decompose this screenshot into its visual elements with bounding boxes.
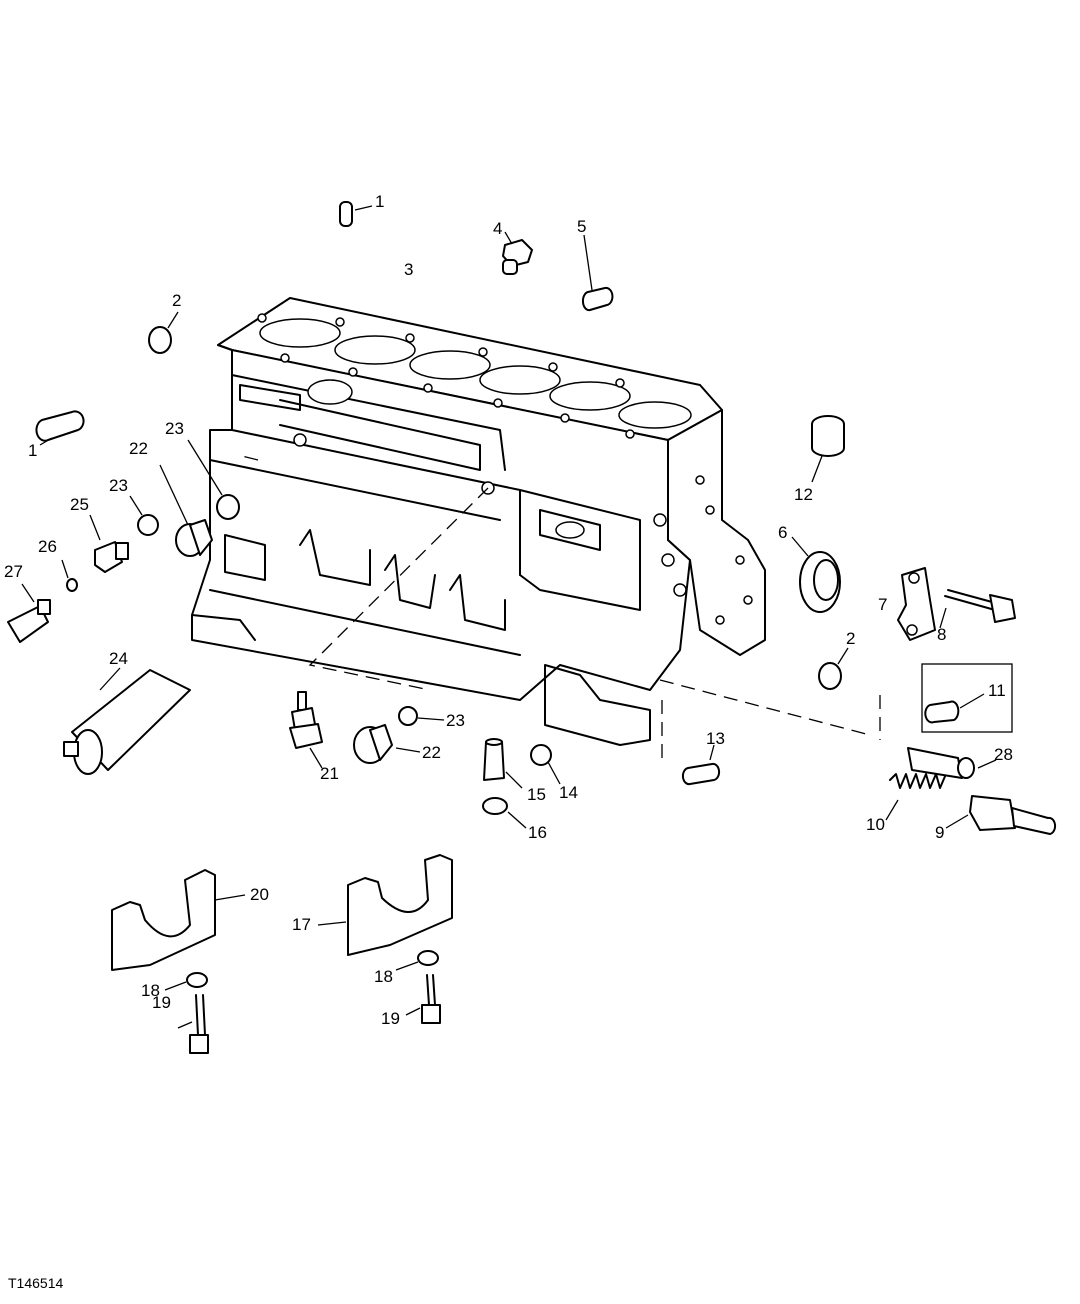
callout-20: 20 xyxy=(250,885,269,904)
callout-14: 14 xyxy=(559,783,578,802)
callout-24: 24 xyxy=(109,649,128,668)
plug-lower xyxy=(353,724,421,764)
callout-2-right: 2 xyxy=(846,629,856,648)
pipe-plug xyxy=(530,744,561,785)
o-ring-lower xyxy=(398,706,445,726)
callout-7: 7 xyxy=(878,595,888,614)
rear-seal xyxy=(791,536,841,613)
main-bearing-cap xyxy=(111,869,246,971)
spring xyxy=(885,773,947,821)
callout-23-upper-a: 23 xyxy=(165,419,184,438)
callout-19-left: 19 xyxy=(152,993,171,1012)
hex-plug xyxy=(502,231,533,275)
washer xyxy=(482,797,527,829)
callout-22-upper: 22 xyxy=(129,439,148,458)
washer-right xyxy=(395,950,439,971)
relief-valve xyxy=(907,747,997,779)
callout-1-top: 1 xyxy=(375,192,385,211)
callout-28: 28 xyxy=(994,745,1013,764)
callout-19-right: 19 xyxy=(381,1009,400,1028)
washer-left xyxy=(164,972,208,991)
thrust-bearing-cap xyxy=(317,854,453,956)
cap-screw xyxy=(939,589,1016,629)
callout-18-right: 18 xyxy=(374,967,393,986)
callout-10: 10 xyxy=(866,815,885,834)
main-bearing-bolt-left xyxy=(177,994,209,1054)
callout-2-top-left: 2 xyxy=(172,291,182,310)
callout-11: 11 xyxy=(988,681,1006,700)
callout-25: 25 xyxy=(70,495,89,514)
callout-22-lower: 22 xyxy=(422,743,441,762)
small-ring xyxy=(61,559,78,592)
valve-plug xyxy=(921,663,1013,733)
callout-26: 26 xyxy=(38,537,57,556)
callout-21: 21 xyxy=(320,764,339,783)
main-bearing-bolt-right xyxy=(405,974,441,1024)
threaded-plug xyxy=(581,234,614,312)
callout-16: 16 xyxy=(528,823,547,842)
expansion-plug-right xyxy=(818,647,849,690)
dowel-pin-lower xyxy=(681,744,721,786)
sealant-tube xyxy=(63,667,191,775)
o-ring-upper xyxy=(129,439,240,536)
callout-23-lower: 23 xyxy=(446,711,465,730)
sensor xyxy=(7,583,51,643)
callout-1-left: 1 xyxy=(28,441,38,460)
callout-5: 5 xyxy=(577,217,587,236)
fitting xyxy=(483,738,523,789)
cup-plug xyxy=(811,415,845,483)
clamp xyxy=(897,567,936,641)
dowel-pin-left xyxy=(35,410,85,446)
sender-plug xyxy=(289,691,323,769)
callout-6: 6 xyxy=(778,523,788,542)
plug-upper xyxy=(159,464,213,557)
callout-27: 27 xyxy=(4,562,23,581)
cylinder-block xyxy=(191,297,766,746)
callout-4: 4 xyxy=(493,219,503,238)
callout-23-upper-b: 23 xyxy=(109,476,128,495)
callout-18-left: 18 xyxy=(141,981,160,1000)
callout-9: 9 xyxy=(935,823,945,842)
valve-housing xyxy=(945,795,1057,835)
callout-12: 12 xyxy=(794,485,813,504)
callout-13: 13 xyxy=(706,729,725,748)
figure-id: T146514 xyxy=(8,1275,64,1291)
callout-8: 8 xyxy=(937,625,947,644)
callout-15: 15 xyxy=(527,785,546,804)
adapter-fitting xyxy=(89,514,129,573)
assembly-guide-lines xyxy=(237,454,881,766)
callout-3: 3 xyxy=(404,260,414,279)
callout-17: 17 xyxy=(292,915,311,934)
dowel-pin-top xyxy=(339,201,373,227)
expansion-plug-top-left xyxy=(148,311,179,354)
